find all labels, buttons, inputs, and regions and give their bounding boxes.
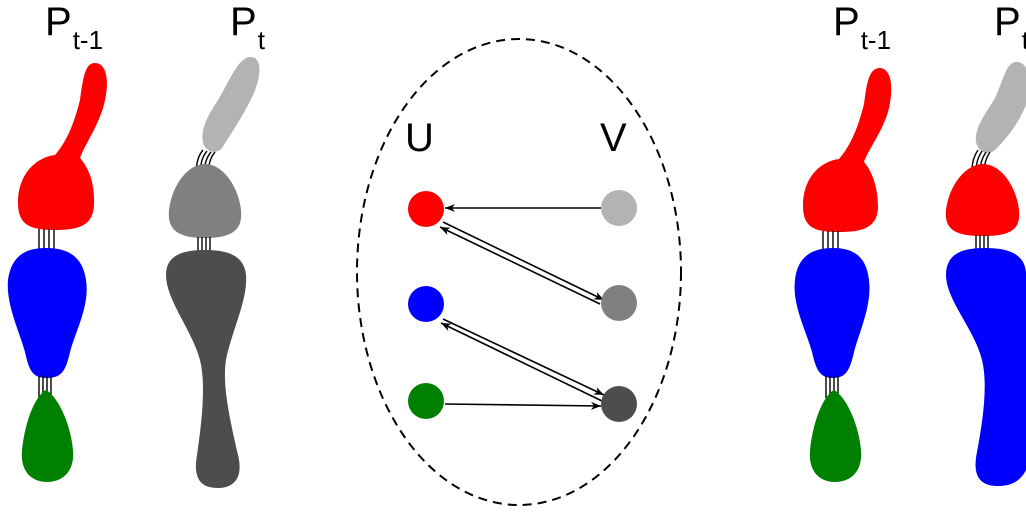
left-curr-torso: [168, 164, 242, 238]
right-curr-head: [975, 61, 1026, 153]
figure-right-curr: [945, 61, 1026, 486]
label-left-prev: Pt-1: [45, 0, 103, 53]
figure-left-prev: [7, 62, 107, 482]
label-left-prev-sub: t-1: [72, 25, 104, 55]
bipartite-graph: [356, 38, 682, 506]
figure-left-curr: [166, 56, 260, 488]
left-curr-head: [202, 56, 260, 152]
label-set-v: V: [600, 116, 627, 160]
edge-u1-v2: [442, 318, 605, 396]
v-node-mid: [601, 285, 637, 321]
label-right-prev-main: P: [833, 0, 860, 44]
edge-v2-u1: [440, 322, 603, 402]
v-node-light: [601, 190, 637, 226]
left-prev-torso: [7, 248, 87, 378]
graph-boundary: [356, 38, 682, 506]
label-right-prev-sub: t-1: [860, 25, 892, 55]
label-right-prev: Pt-1: [833, 0, 891, 53]
left-prev-leg: [21, 390, 74, 482]
label-left-curr-main: P: [230, 0, 257, 44]
label-set-u: U: [405, 116, 434, 160]
left-curr-leg: [166, 250, 247, 488]
edge-u0-v1: [442, 221, 605, 301]
left-prev-connector-1: [38, 229, 55, 251]
right-prev-head: [803, 67, 892, 232]
right-prev-leg: [809, 390, 862, 482]
figure-right-prev: [794, 67, 892, 482]
u-node-red: [408, 191, 444, 227]
edge-v1-u0: [439, 226, 601, 305]
v-node-dark: [601, 386, 637, 422]
label-left-curr-sub: t: [257, 25, 265, 55]
label-left-curr: Pt: [230, 0, 265, 53]
label-right-curr-main: P: [994, 0, 1021, 44]
label-right-curr: Pt: [994, 0, 1026, 53]
left-prev-head: [18, 62, 107, 230]
edge-u2-v2: [444, 401, 602, 410]
u-node-blue: [408, 286, 444, 322]
label-right-curr-sub: t: [1021, 25, 1026, 55]
edges: [439, 204, 605, 410]
label-left-prev-main: P: [45, 0, 72, 44]
right-curr-leg: [946, 248, 1026, 486]
right-curr-torso: [945, 164, 1020, 236]
u-node-green: [408, 383, 444, 419]
right-prev-torso: [794, 248, 870, 378]
